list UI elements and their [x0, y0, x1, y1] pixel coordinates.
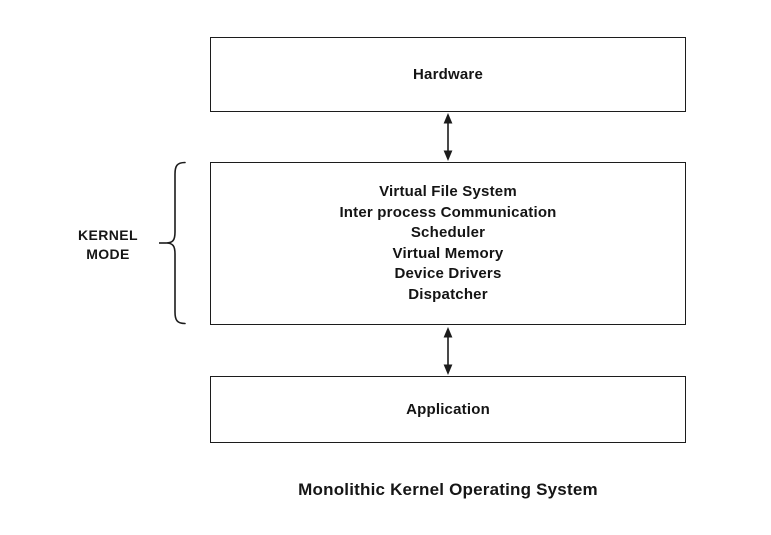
- application-label: Application: [406, 401, 490, 418]
- diagram-caption: Monolithic Kernel Operating System: [298, 480, 598, 499]
- kernel-box: Virtual File System Inter process Commun…: [210, 162, 686, 325]
- kernel-item: Virtual File System: [379, 183, 517, 200]
- hardware-box: Hardware: [210, 37, 686, 112]
- kernel-mode-label-line2: MODE: [86, 245, 130, 262]
- kernel-item: Virtual Memory: [392, 244, 504, 262]
- kernel-item: Device Drivers: [394, 265, 502, 282]
- kernel-item: Scheduler: [410, 224, 486, 241]
- hardware-kernel-arrow-icon: [443, 113, 453, 161]
- application-box: Application: [210, 376, 686, 443]
- kernel-item: Inter process Communication: [339, 203, 557, 221]
- hardware-label: Hardware: [413, 66, 483, 83]
- kernel-mode-label: KERNEL MODE: [58, 226, 158, 263]
- kernel-mode-label-line1: KERNEL: [78, 227, 138, 243]
- kernel-mode-brace-icon: [159, 161, 186, 325]
- kernel-item: Dispatcher: [408, 285, 488, 303]
- kernel-application-arrow-icon: [443, 327, 453, 375]
